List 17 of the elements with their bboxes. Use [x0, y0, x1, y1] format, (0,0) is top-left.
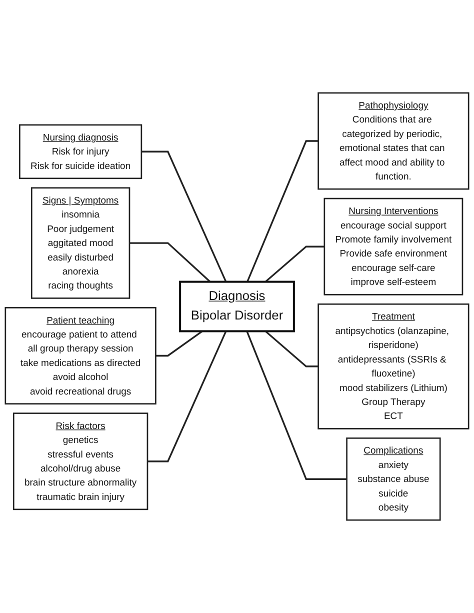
- connector-line: [156, 330, 203, 357]
- connector-line: [129, 242, 211, 282]
- topic-box: Complications anxiety substance abuse suicide obesity: [346, 437, 441, 521]
- connector-line: [264, 330, 318, 368]
- central-topic-box: Diagnosis Bipolar Disorder: [179, 280, 295, 332]
- topic-box: Patient teaching encourage patient to attend all group therapy session take medications as directed avoid alcohol avoid recreational drugs: [4, 307, 156, 404]
- topic-box: Signs | Symptoms insomnia Poor judgement aggitated mood easily disturbed anorexia racing thoughts: [30, 187, 130, 299]
- connector-line: [147, 330, 227, 462]
- connector-line: [246, 140, 318, 282]
- topic-box: Treatment antipsychotics (olanzapine, risperidone) antidepressants (SSRIs & fluoxetine) mood stabilizers (Lithium) Group Therapy ECT: [318, 303, 470, 430]
- topic-box: Risk factors genetics stressful events alcohol/drug abuse brain structure abnormality traumatic brain injury: [12, 412, 148, 510]
- topic-box: Nursing Interventions encourage social support Promote family involvement Provide safe environment encourage self-care improve self-esteem: [324, 198, 464, 296]
- connector-line: [264, 246, 324, 282]
- connector-line: [246, 330, 347, 480]
- topic-box: Pathophysiology Conditions that are categorized by periodic, emotional states that can affect mood and ability to function.: [318, 92, 470, 190]
- connector-line: [141, 150, 227, 282]
- topic-box: Nursing diagnosis Risk for injury Risk for suicide ideation: [19, 124, 142, 180]
